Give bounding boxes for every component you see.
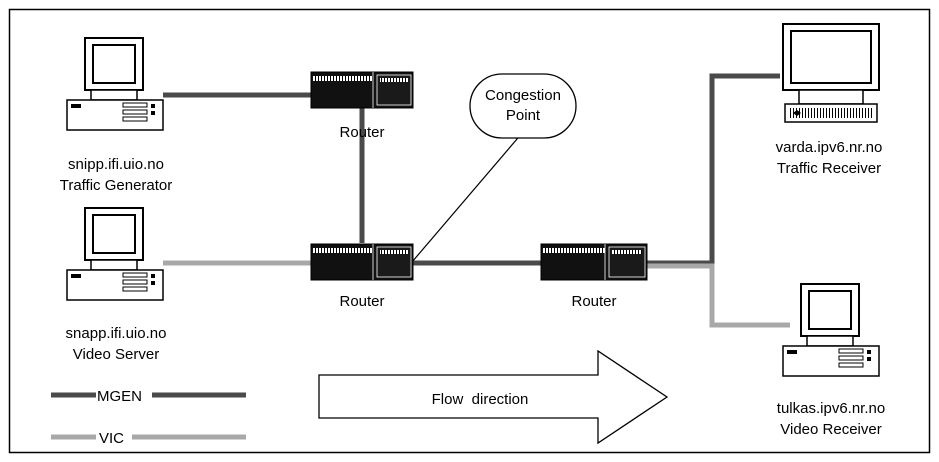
host-snapp-role: Video Server [73, 346, 159, 363]
host-snapp-name: snapp.ifi.uio.no [66, 325, 167, 342]
host-varda-name: varda.ipv6.nr.no [776, 139, 883, 156]
host-varda-computer-icon [782, 23, 880, 123]
congestion-point-callout: Congestion Point [411, 73, 577, 263]
flow-direction-arrow: Flow direction [318, 349, 669, 445]
router-middle-label: Router [339, 293, 384, 310]
host-snapp-computer-icon [66, 207, 164, 301]
host-snipp-name: snipp.ifi.uio.no [68, 156, 164, 173]
router-top-label: Router [339, 124, 384, 141]
router-right-label: Router [571, 293, 616, 310]
flow-direction-label: Flow direction [432, 391, 529, 408]
flow-arrow-shape [318, 349, 669, 445]
legend-vic-label: VIC [99, 430, 124, 447]
congestion-pointer-line [411, 131, 524, 263]
network-links [163, 73, 790, 328]
legend: MGEN VIC [51, 388, 246, 447]
router-middle-icon [310, 243, 414, 281]
congestion-label-line2: Point [506, 107, 541, 124]
host-varda-role: Traffic Receiver [777, 160, 881, 177]
congestion-bubble [469, 73, 577, 139]
host-snipp-computer-icon [66, 37, 164, 131]
congestion-label-line1: Congestion [485, 87, 561, 104]
router-right-icon [540, 243, 648, 281]
link-router-right-varda [647, 73, 780, 266]
host-tulkas-role: Video Receiver [780, 421, 881, 438]
router-top-icon [310, 71, 414, 109]
diagram-frame [8, 8, 931, 454]
host-tulkas-computer-icon [782, 283, 880, 377]
legend-mgen-label: MGEN [97, 388, 142, 405]
host-tulkas-name: tulkas.ipv6.nr.no [777, 400, 885, 417]
host-snipp-role: Traffic Generator [60, 177, 173, 194]
link-router-right-tulkas [647, 263, 790, 328]
